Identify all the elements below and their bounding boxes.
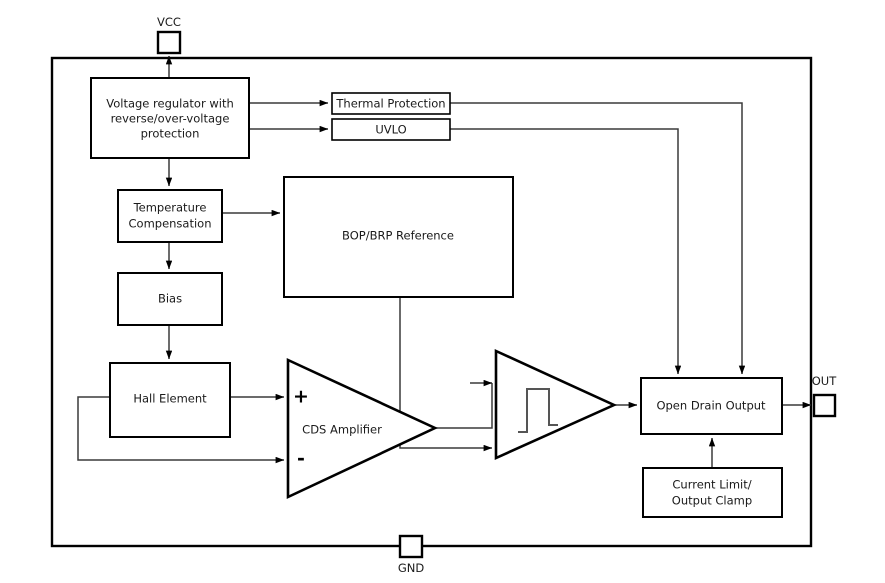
uvlo-label: UVLO <box>375 123 406 137</box>
cds-amplifier-minus-sign: - <box>297 448 305 470</box>
block-bias[interactable]: Bias <box>117 272 223 326</box>
temperature-compensation-line1: Temperature <box>133 201 207 215</box>
wire-thermal-to-output <box>450 102 746 375</box>
voltage-regulator-line1: Voltage regulator with <box>106 97 234 111</box>
block-voltage-regulator[interactable]: Voltage regulator with reverse/over-volt… <box>90 77 250 159</box>
vcc-pin-label: VCC <box>157 15 181 29</box>
out-pin-label: OUT <box>812 374 837 388</box>
voltage-regulator-line3: protection <box>141 127 200 141</box>
vcc-pin[interactable] <box>156 30 182 55</box>
voltage-regulator-line2: reverse/over-voltage <box>111 112 230 126</box>
wire-uvlo-to-output <box>450 128 682 375</box>
wire-amp-out-riser <box>435 383 493 429</box>
hysteresis-icon <box>518 388 558 433</box>
block-thermal-protection[interactable]: Thermal Protection <box>331 92 451 115</box>
block-temperature-compensation[interactable]: Temperature Compensation <box>117 189 223 243</box>
current-limit-line2: Output Clamp <box>672 494 752 508</box>
block-hall-element[interactable]: Hall Element <box>109 362 231 438</box>
gnd-pin[interactable] <box>398 534 424 559</box>
block-cds-amplifier[interactable]: + - CDS Amplifier <box>286 357 439 500</box>
device-boundary <box>50 56 813 548</box>
block-bop-brp-reference[interactable]: BOP/BRP Reference <box>283 176 514 298</box>
out-pin[interactable] <box>812 393 837 418</box>
temperature-compensation-line2: Compensation <box>129 217 212 231</box>
open-drain-output-label: Open Drain Output <box>656 399 766 413</box>
block-uvlo[interactable]: UVLO <box>331 118 451 141</box>
gnd-pin-label: GND <box>398 561 425 575</box>
cds-amplifier-plus-sign: + <box>293 386 309 408</box>
bop-brp-reference-label: BOP/BRP Reference <box>342 229 454 243</box>
wire-bopbrp-to-comparator <box>399 297 493 452</box>
hall-element-label: Hall Element <box>133 392 207 406</box>
wire-hall-feedback-to-amp-minus <box>77 396 285 464</box>
block-current-limit-output-clamp[interactable]: Current Limit/ Output Clamp <box>642 467 783 518</box>
block-schmitt-comparator[interactable] <box>494 348 618 461</box>
block-open-drain-output[interactable]: Open Drain Output <box>640 377 783 435</box>
current-limit-line1: Current Limit/ <box>672 478 751 492</box>
bias-label: Bias <box>158 292 182 306</box>
thermal-protection-label: Thermal Protection <box>335 97 445 111</box>
cds-amplifier-label: CDS Amplifier <box>302 423 382 437</box>
